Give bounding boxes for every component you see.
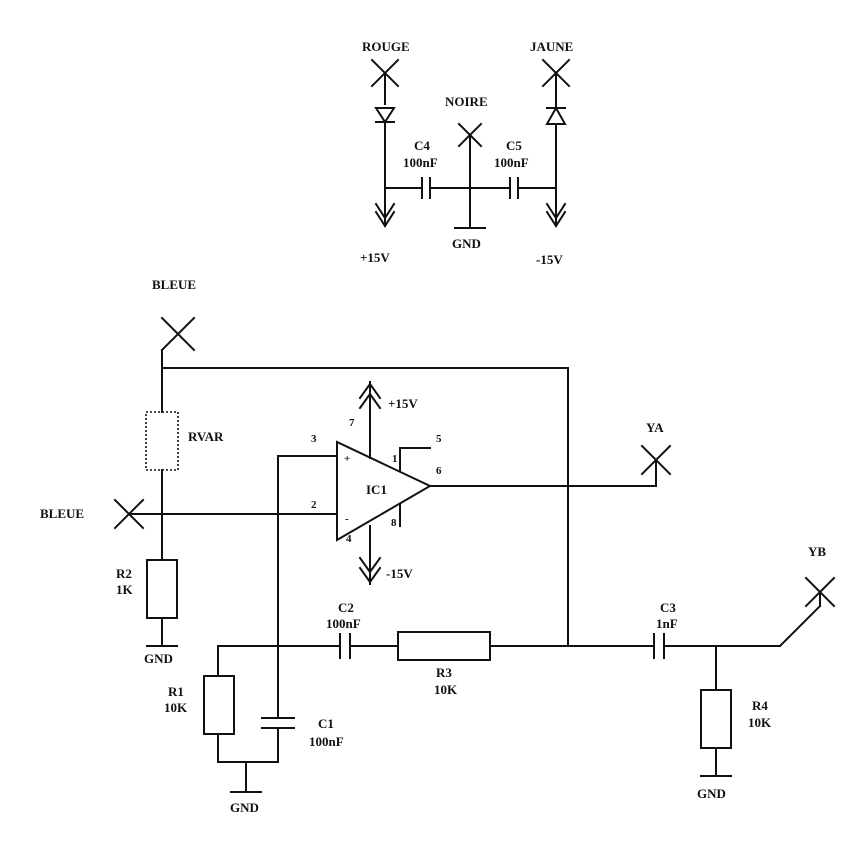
minus15-label: -15V [536, 252, 563, 267]
ya-label: YA [646, 420, 664, 435]
pin-1-label: 1 [392, 453, 398, 465]
pin-3-label: 3 [311, 433, 317, 445]
capacitor-c4 [421, 177, 431, 199]
r2-resistor [146, 559, 178, 619]
r1-value: 10K [164, 700, 188, 715]
yb-label: YB [808, 544, 826, 559]
ic1-label: IC1 [366, 482, 387, 497]
capacitor-c2 [339, 633, 351, 659]
bleue-top-label: BLEUE [152, 277, 196, 292]
bleue-left-label: BLEUE [40, 506, 84, 521]
plus15-supply-arrow [374, 202, 396, 228]
c3-name: C3 [660, 600, 676, 615]
diode-rouge [374, 107, 396, 124]
pin-minus-label: - [345, 513, 349, 525]
gnd-r2-label: GND [144, 651, 173, 666]
bleue-top-terminal[interactable] [160, 316, 196, 352]
opamp-plus15-arrow [358, 381, 382, 459]
opamp-ic1: IC1 + - [336, 440, 433, 542]
r2-value: 1K [116, 582, 134, 597]
yb-terminal[interactable] [804, 576, 836, 608]
c4-value: 100nF [403, 155, 438, 170]
pin-7-label: 7 [349, 417, 355, 429]
gnd-supply-label: GND [452, 236, 481, 251]
diode-jaune [545, 105, 567, 125]
opamp-minus15-arrow [358, 525, 382, 585]
jaune-label: JAUNE [530, 39, 573, 54]
rvar-label: RVAR [188, 429, 224, 444]
noire-label: NOIRE [445, 94, 488, 109]
r4-resistor [700, 689, 732, 749]
capacitor-c5 [509, 177, 519, 199]
r3-value: 10K [434, 682, 458, 697]
main-circuit: BLEUE RVAR BLEUE R2 1K GND IC1 [40, 277, 836, 815]
opamp-plus15-label: +15V [388, 396, 418, 411]
rvar-resistor [145, 411, 179, 471]
plus15-label: +15V [360, 250, 390, 265]
capacitor-c1 [261, 717, 295, 729]
r1-name: R1 [168, 684, 184, 699]
c1-value: 100nF [309, 734, 344, 749]
pin-5-label: 5 [436, 433, 442, 445]
c5-value: 100nF [494, 155, 529, 170]
gnd-r1-label: GND [230, 800, 259, 815]
r2-name: R2 [116, 566, 132, 581]
c1-name: C1 [318, 716, 334, 731]
r4-name: R4 [752, 698, 768, 713]
c2-value: 100nF [326, 616, 361, 631]
ya-terminal[interactable] [640, 444, 672, 476]
capacitor-c3 [653, 633, 665, 659]
r3-resistor [397, 631, 491, 661]
c2-name: C2 [338, 600, 354, 615]
rouge-label: ROUGE [362, 39, 410, 54]
c5-name: C5 [506, 138, 522, 153]
r4-value: 10K [748, 715, 772, 730]
minus15-supply-arrow [545, 202, 567, 228]
pin-plus-label: + [344, 453, 350, 465]
pin-8-label: 8 [391, 517, 397, 529]
r1-resistor [203, 675, 235, 735]
c3-value: 1nF [656, 616, 678, 631]
gnd-r4-label: GND [697, 786, 726, 801]
pin-4-label: 4 [346, 533, 352, 545]
opamp-minus15-label: -15V [386, 566, 413, 581]
pin-6-label: 6 [436, 465, 442, 477]
power-supply-section: ROUGE +15V C4 100nF C5 100nF [360, 39, 573, 267]
pin-2-label: 2 [311, 499, 317, 511]
c4-name: C4 [414, 138, 430, 153]
r3-name: R3 [436, 665, 452, 680]
